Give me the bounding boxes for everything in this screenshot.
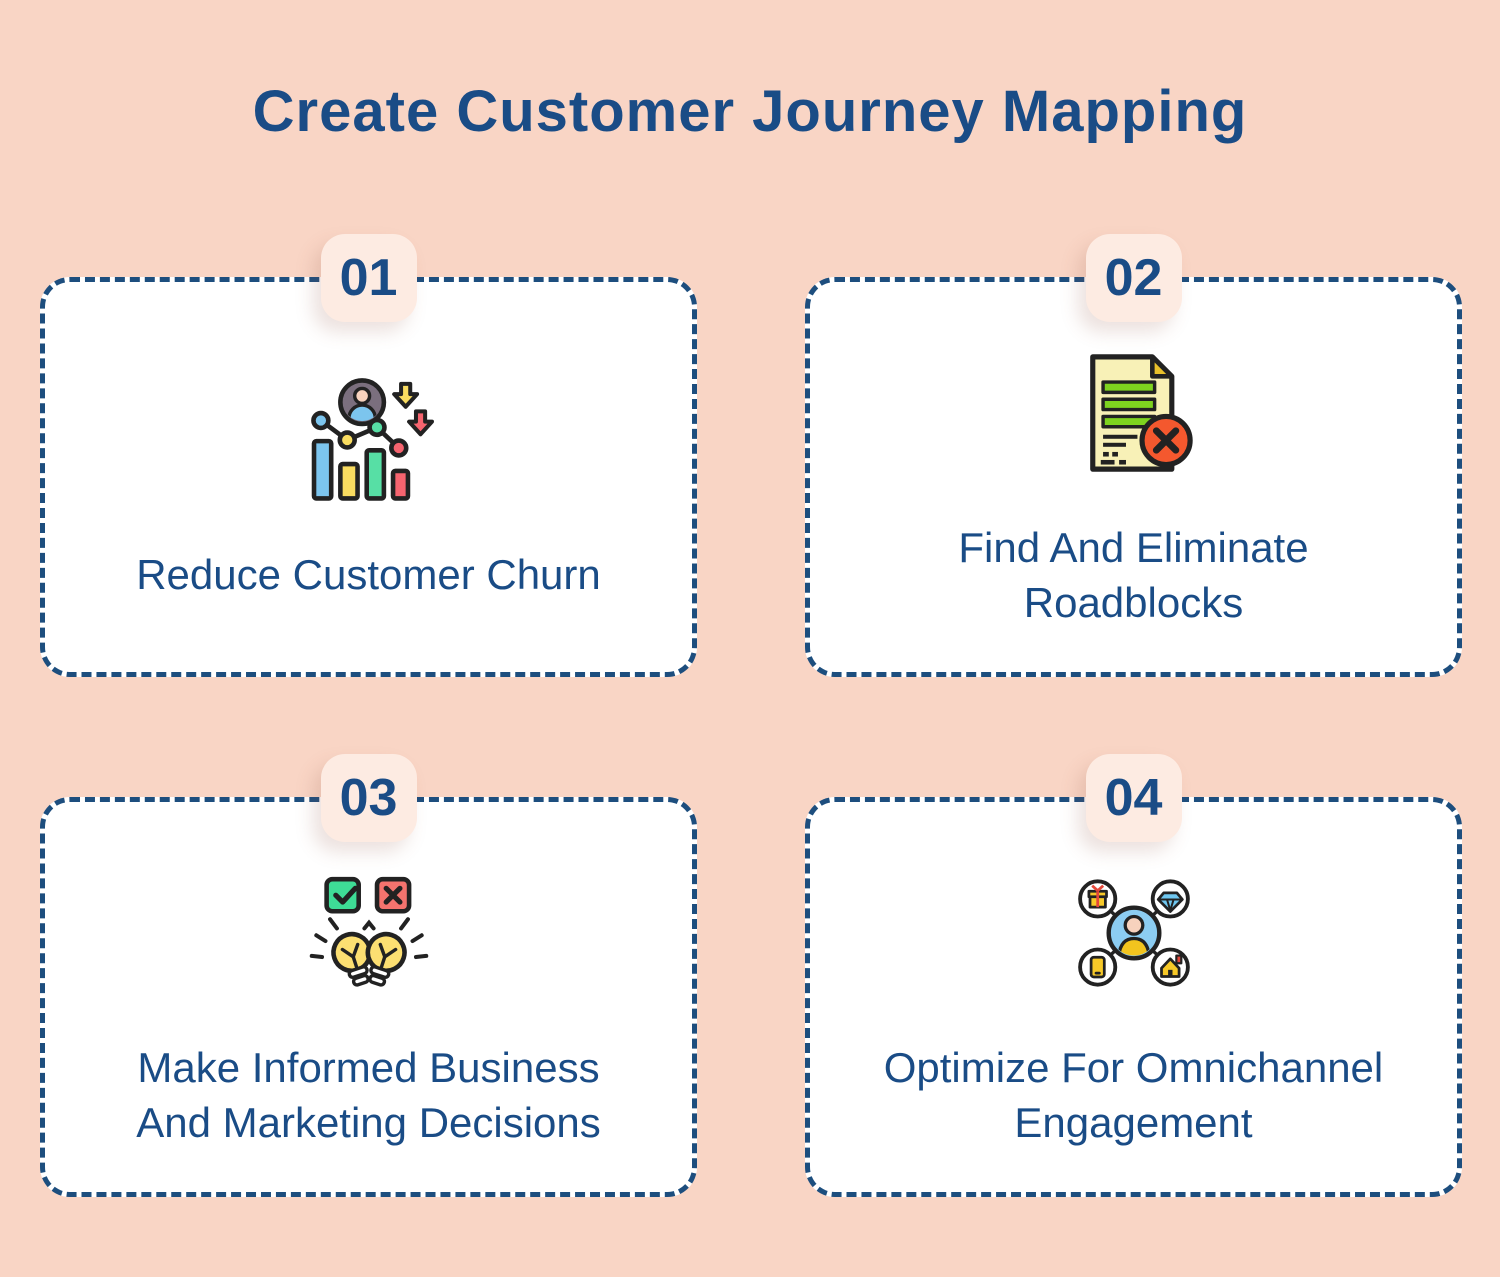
card-number-badge: 01: [320, 234, 417, 322]
omnichannel-network-icon: [1077, 878, 1190, 987]
card-reduce-customer-churn: 01: [40, 234, 697, 677]
card-informed-decisions: 03: [40, 754, 697, 1197]
card-omnichannel-engagement: 04: [805, 754, 1462, 1197]
page-title: Create Customer Journey Mapping: [252, 79, 1248, 144]
churn-analytics-icon: [310, 378, 434, 501]
card-number-badge: 04: [1085, 754, 1182, 842]
card-find-eliminate-roadblocks: 02: [805, 234, 1462, 677]
card-number-badge: 02: [1085, 234, 1182, 322]
card-number-badge: 03: [320, 754, 417, 842]
document-error-icon: [1068, 350, 1200, 476]
card-label: Optimize For Omnichannel Engagement: [883, 1043, 1384, 1146]
decision-lightbulbs-icon: [309, 876, 428, 987]
card-label: Make Informed Business And Marketing Dec…: [136, 1043, 601, 1146]
card-label: Reduce Customer Churn: [136, 551, 601, 599]
card-label: Find And Eliminate Roadblocks: [958, 523, 1309, 626]
document-error-icon: [1089, 353, 1193, 472]
cards-grid: 01: [40, 234, 1462, 1197]
decision-lightbulbs-icon: [303, 870, 435, 996]
omnichannel-network-icon: [1068, 870, 1200, 996]
churn-analytics-icon: [303, 377, 435, 503]
